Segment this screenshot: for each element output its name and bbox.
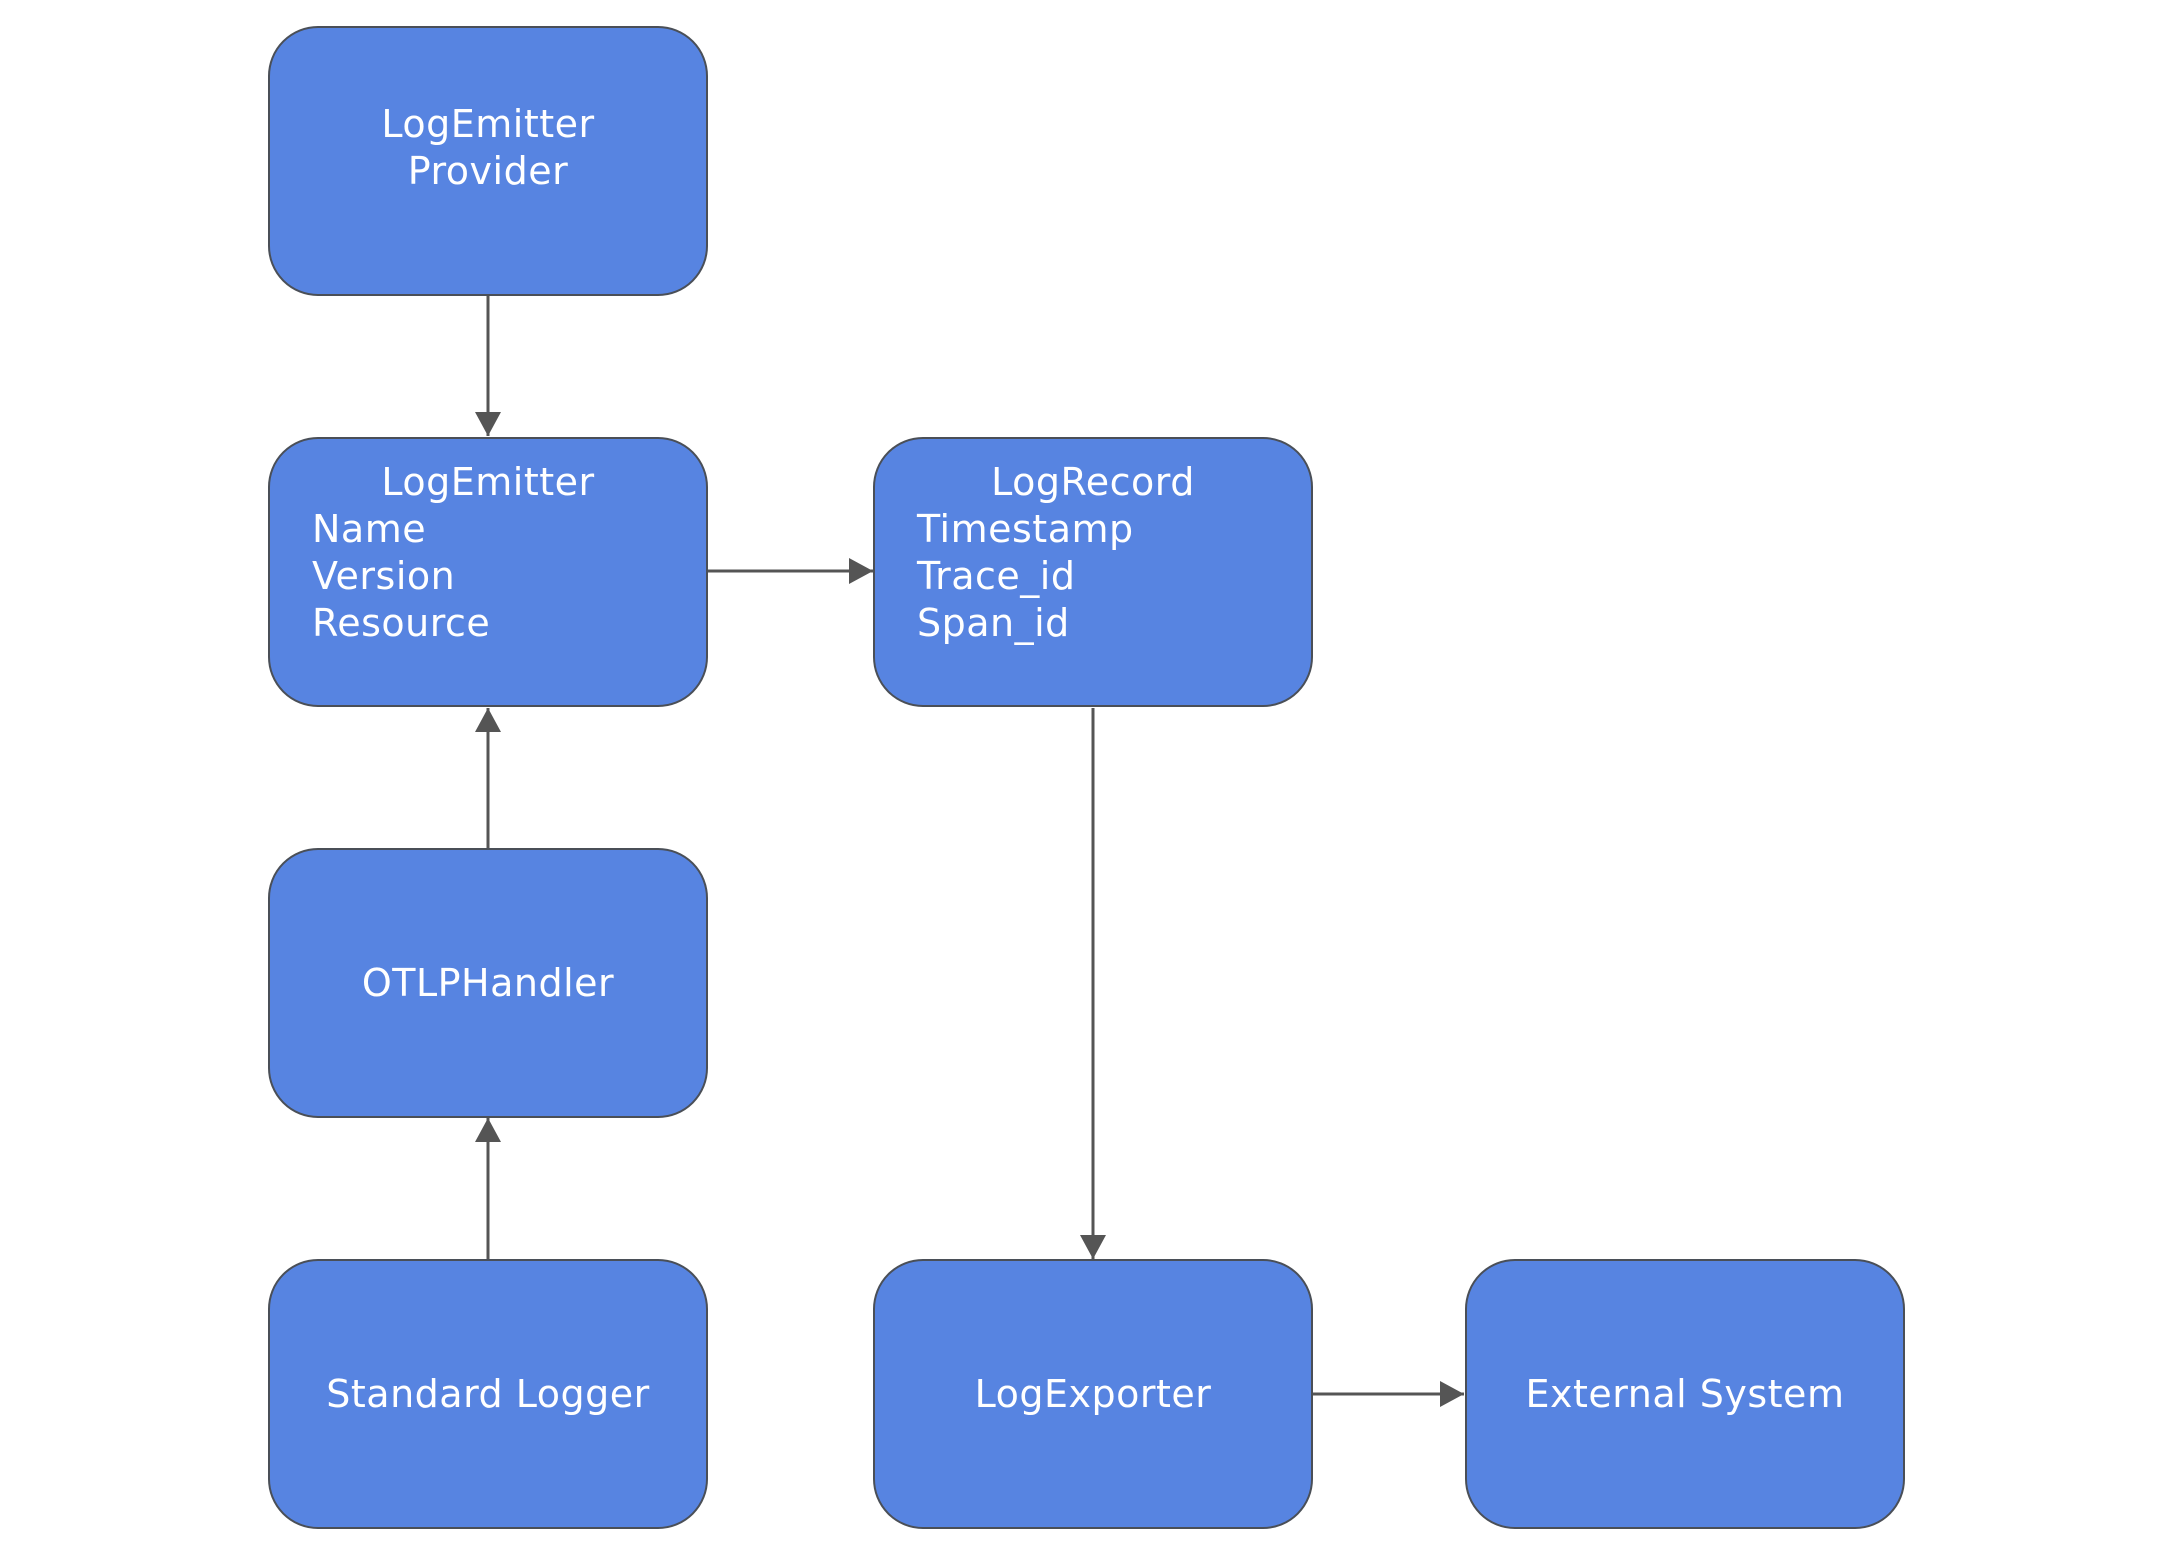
field-trace-id: Trace_id xyxy=(917,554,1076,598)
node-standard-logger[interactable]: Standard Logger xyxy=(268,1259,708,1529)
node-logrecord-title: LogRecord xyxy=(991,460,1195,504)
node-logexporter[interactable]: LogExporter xyxy=(873,1259,1313,1529)
node-logrecord-fields: Timestamp Trace_id Span_id xyxy=(917,506,1134,647)
node-logemitter[interactable]: LogEmitter Name Version Resource xyxy=(268,437,708,707)
node-logemitter-provider-line2: Provider xyxy=(407,149,569,193)
field-version: Version xyxy=(312,554,456,598)
node-otlphandler[interactable]: OTLPHandler xyxy=(268,848,708,1118)
node-external-system[interactable]: External System xyxy=(1465,1259,1905,1529)
node-logexporter-label: LogExporter xyxy=(974,1371,1212,1416)
node-standard-logger-label: Standard Logger xyxy=(326,1371,650,1416)
node-external-system-label: External System xyxy=(1525,1371,1845,1416)
field-timestamp: Timestamp xyxy=(917,507,1134,551)
node-otlphandler-label: OTLPHandler xyxy=(361,960,615,1005)
node-logemitter-title: LogEmitter xyxy=(381,460,595,504)
field-span-id: Span_id xyxy=(917,601,1070,645)
node-logemitter-provider[interactable]: LogEmitter Provider xyxy=(268,26,708,296)
field-resource: Resource xyxy=(312,601,491,645)
node-logemitter-provider-line1: LogEmitter xyxy=(381,102,595,146)
field-name: Name xyxy=(312,507,427,551)
node-logrecord[interactable]: LogRecord Timestamp Trace_id Span_id xyxy=(873,437,1313,707)
node-logemitter-fields: Name Version Resource xyxy=(312,506,490,647)
